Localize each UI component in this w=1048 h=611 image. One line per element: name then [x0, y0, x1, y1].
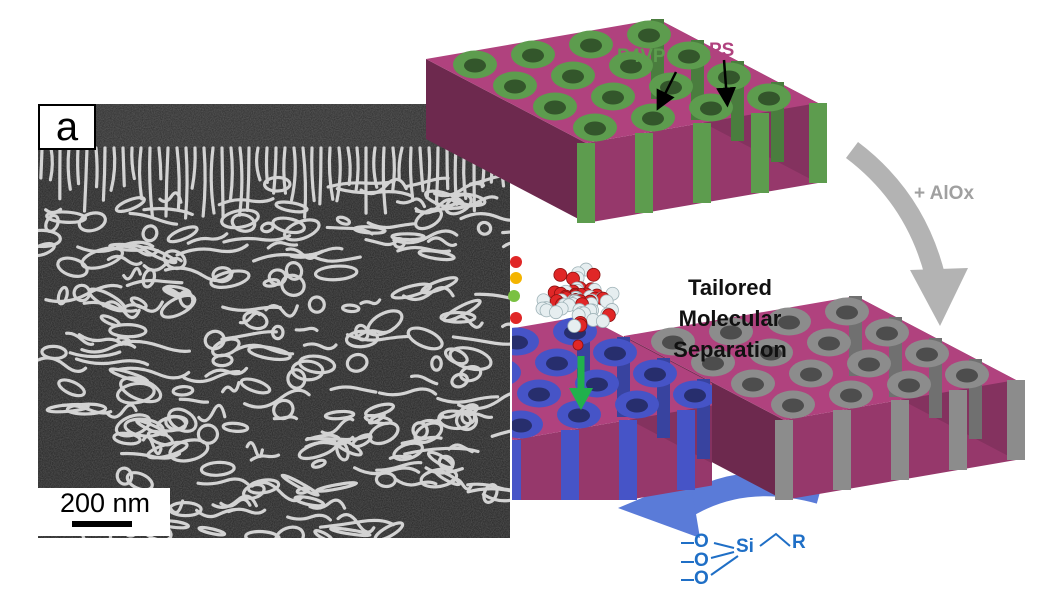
alox-label: + AlOx	[914, 183, 975, 204]
silane-arrow-head	[618, 478, 700, 538]
silane-r: R	[792, 532, 806, 553]
scale-bar-label: 200 nm	[59, 488, 151, 518]
block-copolymer-membrane	[426, 19, 827, 223]
ps-pointer	[716, 59, 737, 108]
ps-label: PS	[709, 40, 735, 61]
tailored-line-3: Separation	[673, 337, 787, 362]
tailored-line-1: Tailored	[688, 275, 772, 300]
side-molecule	[508, 256, 522, 324]
silane-o1: O	[694, 531, 709, 552]
silane-o2: O	[694, 550, 709, 571]
silane-si: Si	[736, 536, 754, 557]
tailored-separation-text: Tailored Molecular Separation	[640, 272, 820, 365]
target-molecule	[535, 262, 620, 351]
insertion-arrow-head	[569, 388, 593, 410]
scale-bar	[72, 521, 132, 527]
p4vp-pointer	[656, 71, 678, 111]
alox-arrow-head	[910, 268, 968, 326]
functionalized-membrane	[512, 316, 712, 500]
silane-bonds	[681, 532, 791, 581]
scale-bar-box	[38, 488, 170, 536]
p4vp-label: P4VP	[617, 46, 666, 67]
panel-letter: a	[38, 104, 96, 150]
tailored-line-2: Molecular	[678, 306, 782, 331]
silane-o3: O	[694, 568, 709, 589]
alox-coated-membrane	[624, 296, 1025, 500]
